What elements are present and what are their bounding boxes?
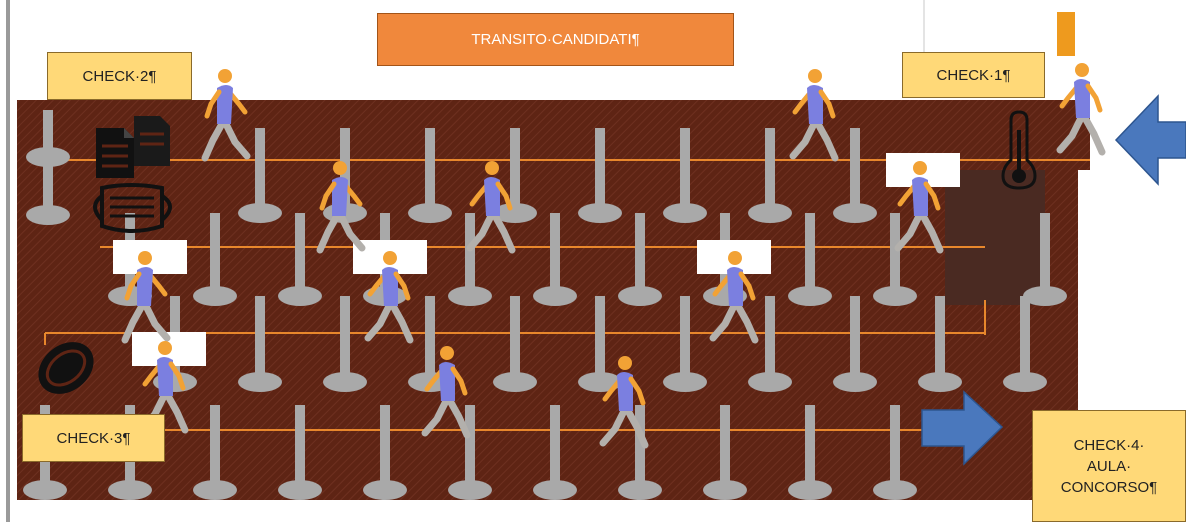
stanchion <box>323 296 367 392</box>
stanchion <box>493 296 537 392</box>
stanchion <box>193 213 237 306</box>
walking-person-icon <box>1056 63 1106 156</box>
check-4-line-1: CHECK·4· <box>1073 436 1145 454</box>
stanchion <box>363 405 407 500</box>
stanchion <box>833 128 877 223</box>
stanchion <box>833 296 877 392</box>
stanchion <box>533 213 577 306</box>
hand-sanitizer-icon <box>38 342 94 394</box>
thermometer-icon <box>1001 110 1037 190</box>
check-3-box: CHECK·3¶ <box>22 414 165 462</box>
orange-marker <box>1057 12 1075 56</box>
check-1-box: CHECK·1¶ <box>902 52 1045 98</box>
floor-extension <box>945 170 1045 305</box>
walking-person-icon <box>364 251 414 344</box>
stanchion <box>788 213 832 306</box>
stanchion <box>703 405 747 500</box>
stanchion <box>448 405 492 500</box>
mask-icon <box>93 183 172 233</box>
stanchion <box>578 128 622 223</box>
stanchion <box>873 405 917 500</box>
check-4-line-2: AULA· <box>1086 457 1132 475</box>
stanchion <box>1023 213 1067 306</box>
walking-person-icon <box>466 161 516 254</box>
stanchion <box>918 296 962 392</box>
stanchion <box>26 165 70 225</box>
walking-person-icon <box>316 161 366 254</box>
walking-person-icon <box>709 251 759 344</box>
stanchion <box>663 296 707 392</box>
stanchion <box>193 405 237 500</box>
walking-person-icon <box>421 346 471 439</box>
walking-person-icon <box>121 251 171 344</box>
check-2-label: CHECK·2¶ <box>82 67 157 85</box>
exit-arrow-icon <box>921 390 1004 466</box>
stanchion <box>408 128 452 223</box>
stanchion <box>1003 296 1047 392</box>
stanchion <box>618 405 662 500</box>
title-text: TRANSITO·CANDIDATI¶ <box>471 31 640 48</box>
stanchion <box>788 405 832 500</box>
stanchion <box>278 405 322 500</box>
documents-icon <box>96 116 170 178</box>
check-4-box: CHECK·4· AULA· CONCORSO¶ <box>1032 410 1186 522</box>
stanchion <box>663 128 707 223</box>
check-1-label: CHECK·1¶ <box>936 66 1011 84</box>
stanchion <box>238 128 282 223</box>
stanchion <box>748 128 792 223</box>
stanchion <box>448 213 492 306</box>
stanchion <box>748 296 792 392</box>
stanchion <box>873 213 917 306</box>
check-4-line-3: CONCORSO¶ <box>1060 478 1158 496</box>
stanchion <box>278 213 322 306</box>
check-2-box: CHECK·2¶ <box>47 52 192 100</box>
entrance-arrow-icon <box>1114 94 1186 186</box>
stanchion <box>26 110 70 167</box>
stanchion <box>578 296 622 392</box>
walking-person-icon <box>894 161 944 254</box>
walking-people <box>121 63 1106 449</box>
walking-person-icon <box>201 69 251 162</box>
title-banner: TRANSITO·CANDIDATI¶ <box>377 13 734 66</box>
stanchion <box>618 213 662 306</box>
walking-person-icon <box>599 356 649 449</box>
stanchion <box>533 405 577 500</box>
stanchion <box>238 296 282 392</box>
check-3-label: CHECK·3¶ <box>56 429 131 447</box>
stanchion <box>493 128 537 223</box>
walking-person-icon <box>789 69 839 162</box>
